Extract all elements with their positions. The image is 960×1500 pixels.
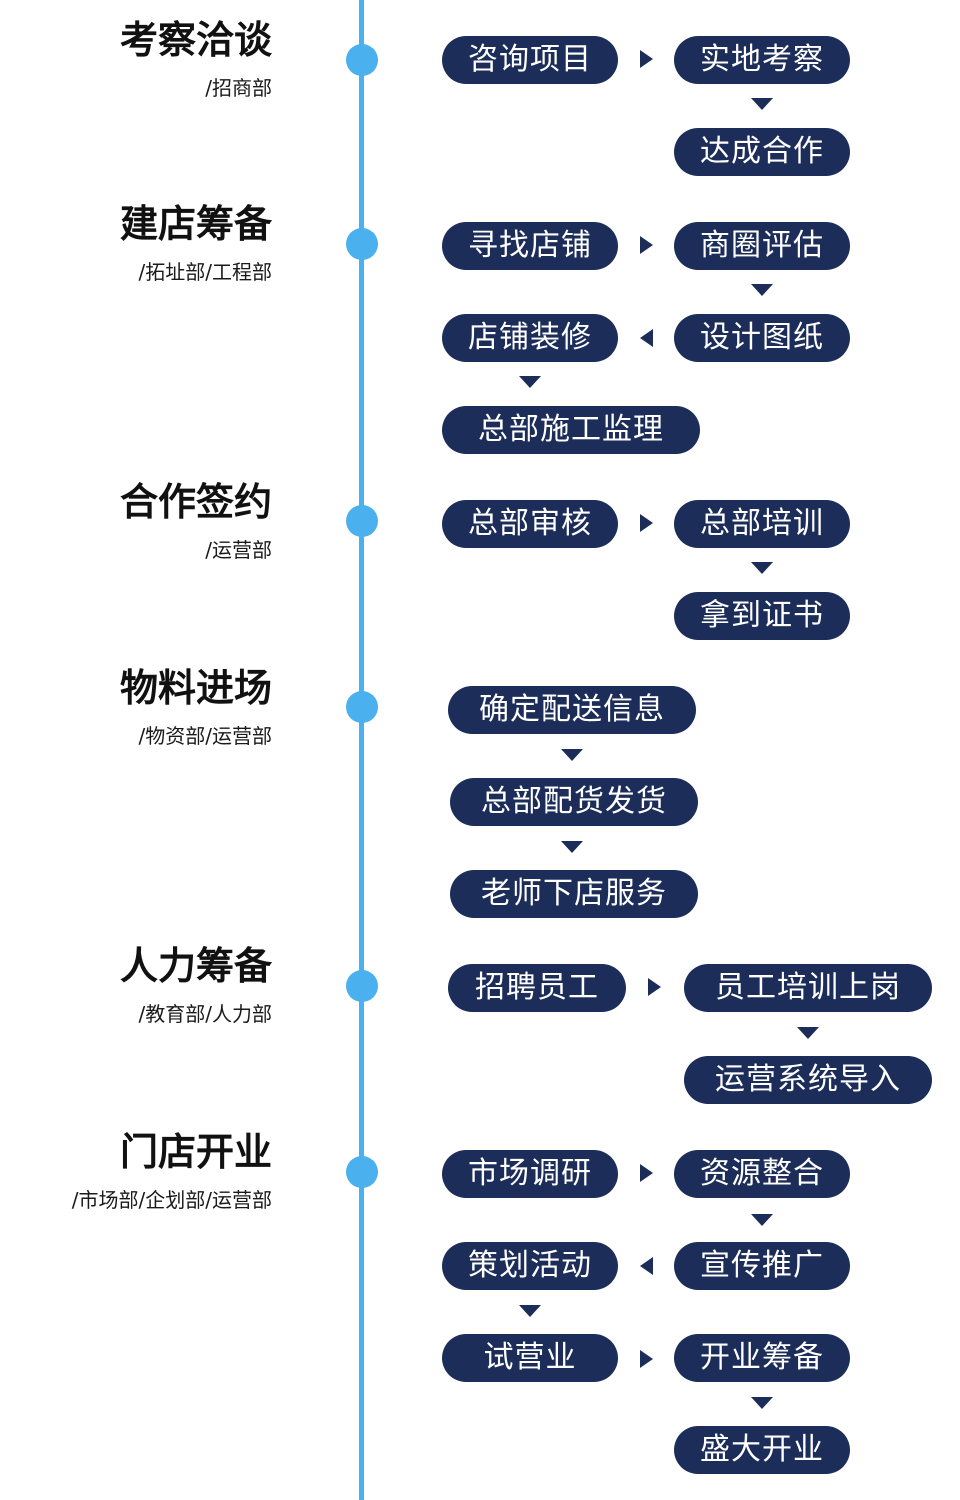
timeline-node <box>346 1156 378 1188</box>
arrow-down-icon <box>561 841 583 853</box>
step-pill: 设计图纸 <box>674 314 850 362</box>
phase-department: /物资部/运营部 <box>138 724 272 748</box>
step-pill: 资源整合 <box>674 1150 850 1198</box>
step-pill: 策划活动 <box>442 1242 618 1290</box>
step-pill: 总部施工监理 <box>442 406 700 454</box>
step-pill: 总部配货发货 <box>450 778 698 826</box>
arrow-down-icon <box>751 284 773 296</box>
step-pill: 实地考察 <box>674 36 850 84</box>
phase-department: /拓址部/工程部 <box>138 260 272 284</box>
step-pill: 寻找店铺 <box>442 222 618 270</box>
arrow-right-icon <box>640 236 653 254</box>
arrow-down-icon <box>797 1027 819 1039</box>
timeline-node <box>346 228 378 260</box>
arrow-left-icon <box>640 329 653 347</box>
timeline-line <box>359 0 364 1500</box>
phase-title: 门店开业 <box>119 1130 272 1174</box>
arrow-right-icon <box>648 978 661 996</box>
phase-department: /运营部 <box>205 538 272 562</box>
step-pill: 商圈评估 <box>674 222 850 270</box>
timeline-node <box>346 505 378 537</box>
timeline-node <box>346 44 378 76</box>
step-pill: 店铺装修 <box>442 314 618 362</box>
arrow-down-icon <box>751 1397 773 1409</box>
phase-title: 考察洽谈 <box>119 18 272 62</box>
step-pill: 员工培训上岗 <box>684 964 932 1012</box>
arrow-down-icon <box>751 98 773 110</box>
arrow-right-icon <box>640 50 653 68</box>
step-pill: 达成合作 <box>674 128 850 176</box>
step-pill: 盛大开业 <box>674 1426 850 1474</box>
phase-title: 人力筹备 <box>119 944 272 988</box>
step-pill: 老师下店服务 <box>450 870 698 918</box>
step-pill: 运营系统导入 <box>684 1056 932 1104</box>
phase-department: /招商部 <box>205 76 272 100</box>
step-pill: 宣传推广 <box>674 1242 850 1290</box>
step-pill: 总部培训 <box>674 500 850 548</box>
step-pill: 开业筹备 <box>674 1334 850 1382</box>
step-pill: 拿到证书 <box>674 592 850 640</box>
arrow-right-icon <box>640 1164 653 1182</box>
arrow-down-icon <box>751 562 773 574</box>
phase-title: 合作签约 <box>119 480 272 524</box>
step-pill: 市场调研 <box>442 1150 618 1198</box>
step-pill: 试营业 <box>442 1334 618 1382</box>
arrow-down-icon <box>519 1305 541 1317</box>
arrow-down-icon <box>751 1214 773 1226</box>
phase-title: 物料进场 <box>119 666 272 710</box>
phase-department: /市场部/企划部/运营部 <box>71 1188 272 1212</box>
arrow-right-icon <box>640 514 653 532</box>
arrow-left-icon <box>640 1257 653 1275</box>
step-pill: 咨询项目 <box>442 36 618 84</box>
phase-department: /教育部/人力部 <box>138 1002 272 1026</box>
step-pill: 确定配送信息 <box>448 686 696 734</box>
timeline-node <box>346 691 378 723</box>
timeline-node <box>346 970 378 1002</box>
arrow-right-icon <box>640 1350 653 1368</box>
step-pill: 总部审核 <box>442 500 618 548</box>
arrow-down-icon <box>561 749 583 761</box>
arrow-down-icon <box>519 376 541 388</box>
phase-title: 建店筹备 <box>119 202 272 246</box>
step-pill: 招聘员工 <box>448 964 626 1012</box>
